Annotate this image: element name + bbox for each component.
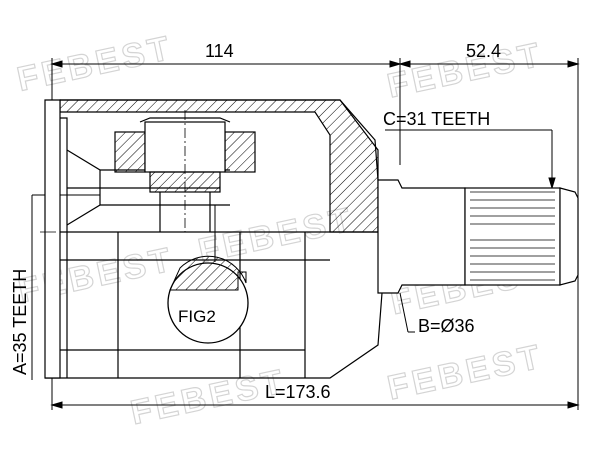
stub-shaft (377, 179, 579, 294)
inner-spline-label: A=35 TEETH (10, 269, 30, 375)
cv-joint-housing (44, 99, 383, 379)
overall-length-label: L=173.6 (265, 382, 331, 402)
outer-spline-label: C=31 TEETH (383, 109, 490, 129)
seal-diameter-label: B=Ø36 (418, 316, 475, 336)
fig2-label: FIG2 (178, 307, 216, 326)
watermark-brand: FEBEST (15, 240, 178, 310)
stub-length-label: 52.4 (466, 41, 501, 61)
watermark-logo: FEBEST (384, 337, 548, 408)
housing-length-label: 114 (205, 41, 234, 61)
roller-section (114, 110, 256, 232)
spline-section (464, 187, 561, 286)
watermark-logo: FEBEST (14, 240, 178, 311)
watermark-brand: FEBEST (384, 337, 547, 407)
fig2-detail: FIG2 (167, 205, 249, 344)
